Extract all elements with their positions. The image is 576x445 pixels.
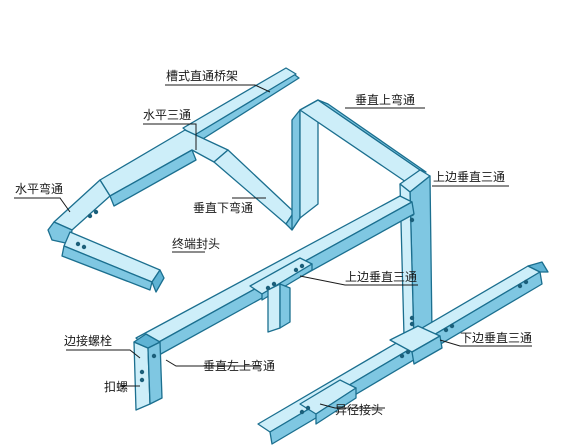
horizontal-tee-part xyxy=(99,129,229,207)
label-reducer-joint: 异径接头 xyxy=(335,402,383,417)
label-horizontal-tee: 水平三通 xyxy=(143,108,191,122)
lower-side-vertical-tee-part xyxy=(389,279,529,365)
upper-side-vertical-tee-part-1 xyxy=(399,169,433,345)
label-vertical-left-up-bend: 垂直左上弯通 xyxy=(203,358,275,373)
label-vertical-down-bend: 垂直下弯通 xyxy=(193,200,253,215)
vertical-left-up-bend-part xyxy=(133,333,163,411)
vertical-up-bend-part xyxy=(291,99,427,231)
label-buckle: 扣螺 xyxy=(104,380,128,394)
leader-lines xyxy=(14,84,532,409)
horizontal-bend-part xyxy=(47,179,165,293)
label-horizontal-bend: 水平弯通 xyxy=(15,181,63,196)
label-end-cap: 终端封头 xyxy=(172,236,220,251)
label-upper-side-vertical-tee-1: 上边垂直三通 xyxy=(433,170,505,184)
label-side-connector-bolt: 边接螺栓 xyxy=(64,333,112,348)
reducer-joint-part xyxy=(299,379,357,425)
upper-side-vertical-tee-part-2 xyxy=(249,257,313,333)
label-vertical-up-bend: 垂直上弯通 xyxy=(355,92,415,107)
label-upper-side-vertical-tee-2: 上边垂直三通 xyxy=(345,270,417,284)
label-groove-straight-tray: 槽式直通桥架 xyxy=(166,69,238,83)
label-lower-side-vertical-tee: 下边垂直三通 xyxy=(460,331,532,345)
vertical-down-bend-part xyxy=(213,149,301,231)
